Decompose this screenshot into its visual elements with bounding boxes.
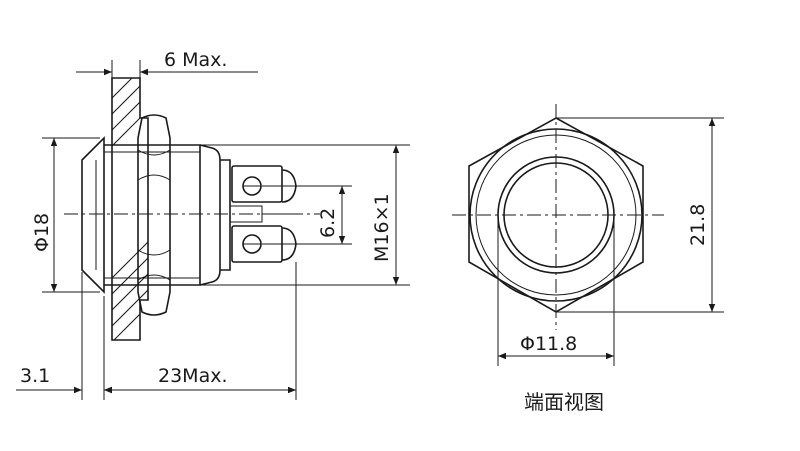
side-view: 6 Max. Φ18 6.2 M16×1 (16, 49, 410, 400)
label-dia18: Φ18 (31, 213, 53, 252)
dim-23max: 23Max. (104, 262, 297, 400)
dim-dia18: Φ18 (31, 137, 100, 293)
label-dia11-8: Φ11.8 (520, 333, 577, 355)
dim-6-2: 6.2 (262, 185, 352, 245)
label-23max: 23Max. (158, 365, 228, 387)
panel-section (111, 77, 149, 341)
dim-m16: M16×1 (200, 144, 410, 286)
dim-3-1: 3.1 (16, 272, 130, 400)
dim-dia11-8: Φ11.8 (497, 215, 615, 366)
end-view-caption: 端面视图 (524, 390, 604, 414)
threaded-body (104, 144, 231, 286)
label-21-8: 21.8 (687, 204, 709, 246)
dim-21-8: 21.8 (556, 117, 724, 313)
label-6-2: 6.2 (317, 208, 339, 238)
end-view: 21.8 Φ11.8 端面视图 (452, 104, 724, 414)
hex-nut (137, 114, 171, 316)
bezel-outline (81, 136, 105, 294)
label-3-1: 3.1 (20, 365, 50, 387)
label-m16: M16×1 (371, 193, 393, 262)
dim-6max: 6 Max. (76, 49, 258, 80)
label-6max: 6 Max. (164, 49, 227, 71)
terminal-top (231, 165, 297, 203)
